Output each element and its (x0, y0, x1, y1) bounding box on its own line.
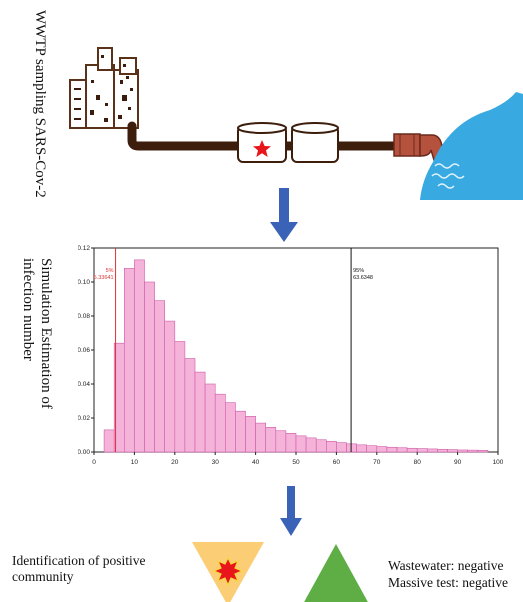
y-tick-label: 0.00 (78, 449, 90, 456)
x-tick-label: 80 (414, 459, 422, 466)
histogram-bar (437, 448, 448, 453)
x-tick-label: 50 (292, 459, 300, 466)
histogram-bar (275, 430, 287, 453)
down-arrow-1 (270, 188, 298, 242)
histogram-bar (326, 440, 337, 453)
histogram-bar (154, 300, 165, 453)
histogram-bar (376, 446, 388, 453)
x-tick-label: 40 (252, 459, 260, 466)
histogram-bar (396, 447, 408, 453)
positive-community-text-line2: community (12, 569, 74, 584)
histogram-bar (336, 442, 347, 453)
y-tick-label: 0.02 (78, 415, 90, 422)
histogram-bar (174, 341, 186, 453)
histogram-bar (285, 433, 297, 453)
histogram-bar (134, 259, 145, 453)
simulation-label-line2: infection number (20, 258, 36, 361)
histogram-bar (255, 422, 267, 453)
histogram-bar (315, 439, 327, 453)
sewer-pipe (127, 121, 417, 151)
x-tick-label: 90 (454, 459, 462, 466)
histogram-bar (194, 371, 206, 453)
negative-community-triangle-icon (304, 544, 368, 602)
water-stream-icon (420, 92, 523, 200)
x-tick-label: 0 (92, 459, 96, 466)
histogram-bar (214, 393, 226, 453)
y-tick-label: 0.06 (78, 347, 90, 354)
histogram-bar (467, 449, 479, 453)
x-tick-label: 70 (373, 459, 381, 466)
histogram-bar (295, 435, 307, 453)
wwtp-sampling-label: WWTP sampling SARS-Cov-2 (32, 10, 48, 198)
histogram-bar (447, 449, 458, 453)
wastewater-negative-text: Wastewater: negative (388, 558, 504, 573)
x-tick-label: 100 (493, 459, 503, 466)
histogram-bar (356, 444, 368, 453)
y-tick-label: 0.12 (78, 245, 90, 252)
positive-community-text-line1: Identification of positive (12, 553, 146, 568)
histogram-bar (426, 448, 438, 453)
y-tick-label: 0.04 (78, 381, 90, 388)
x-tick-label: 60 (333, 459, 341, 466)
histogram-bar (184, 358, 196, 453)
tank-with-star-icon (237, 122, 287, 163)
histogram-bar (416, 448, 428, 453)
x-tick-label: 20 (171, 459, 179, 466)
histogram-bar (366, 445, 378, 453)
burst-icon (212, 556, 244, 587)
histogram-bar (204, 383, 216, 453)
histogram-bar (305, 437, 317, 453)
histogram-bar (457, 449, 469, 453)
percentile-value-label: 63.6348 (353, 275, 373, 281)
y-tick-label: 0.08 (78, 313, 90, 320)
percentile-label: 95% (353, 268, 364, 274)
x-tick-label: 30 (212, 459, 220, 466)
massive-test-negative-text: Massive test: negative (388, 575, 508, 590)
histogram-bar (164, 320, 176, 453)
histogram-bar (386, 446, 398, 453)
percentile-value-label: 5.33641 (94, 275, 114, 281)
tank-icon (291, 122, 339, 163)
simulation-label-line1: Simulation Estimation of (38, 258, 54, 409)
percentile-label: 5% (106, 268, 114, 274)
histogram-bar (235, 410, 246, 453)
wwtp-illustration (69, 47, 523, 200)
histogram-bar (265, 427, 277, 453)
y-tick-label: 0.10 (78, 279, 90, 286)
histogram-bar (225, 402, 236, 453)
histogram-bar (123, 268, 135, 453)
histogram-bar (406, 447, 418, 453)
x-tick-label: 10 (131, 459, 139, 466)
histogram-bar (245, 416, 256, 453)
down-arrow-2 (280, 486, 302, 536)
positive-community-triangle-icon (192, 542, 264, 602)
histogram-bar (144, 281, 155, 453)
infection-histogram-chart: 5%5.33641 95%63.6348 0 10 20 30 40 50 60 70 80 90 1… (78, 245, 503, 466)
histogram-bar (477, 450, 489, 453)
histogram-bar (103, 429, 115, 453)
